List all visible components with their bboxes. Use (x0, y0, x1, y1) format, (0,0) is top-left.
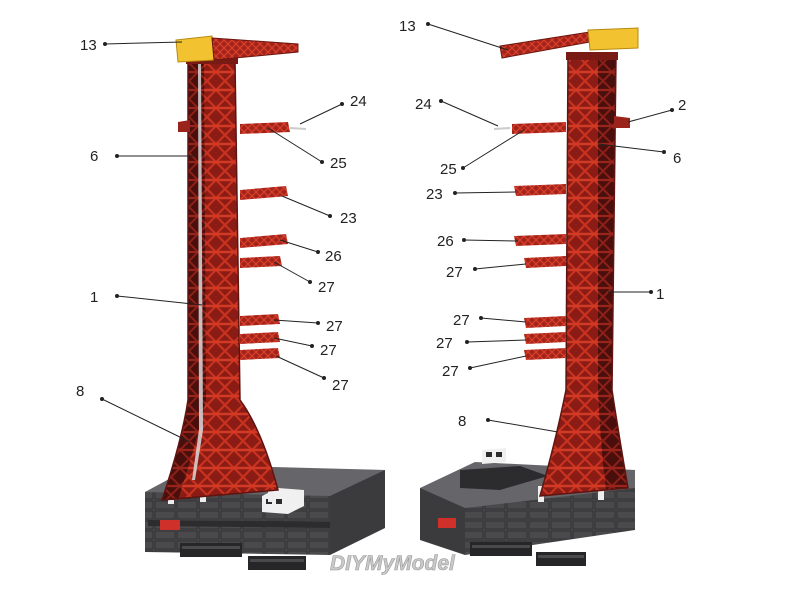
callout-label-8: 8 (458, 413, 466, 430)
callout-26-right: 26 (437, 233, 519, 250)
callout-label-2: 2 (678, 97, 686, 114)
left-launcher-base (145, 465, 385, 570)
callout-23-right: 23 (426, 186, 517, 203)
callout-label-6: 6 (673, 150, 681, 167)
callout-26-left: 26 (279, 239, 342, 265)
callout-label-24: 24 (350, 93, 367, 110)
callout-label-13: 13 (399, 18, 416, 35)
callout-label-23: 23 (340, 210, 357, 227)
callout-label-27: 27 (446, 264, 463, 281)
left-callouts: 13 24 6 25 23 26 27 (76, 37, 367, 443)
callout-label-27: 27 (442, 363, 459, 380)
callout-6-right: 6 (597, 143, 681, 167)
callout-label-6: 6 (90, 148, 98, 165)
callout-24-left: 24 (299, 93, 367, 125)
callout-27a-left: 27 (273, 261, 335, 296)
callout-label-27: 27 (320, 342, 337, 359)
callout-27d-right: 27 (442, 355, 527, 380)
callout-27d-left: 27 (275, 355, 349, 394)
callout-2-right: 2 (627, 97, 686, 123)
callout-label-24: 24 (415, 96, 432, 113)
callout-1-right: 1 (608, 286, 664, 303)
callout-label-13: 13 (80, 37, 97, 54)
callout-25-right: 25 (440, 129, 525, 178)
callout-27a-right: 27 (446, 263, 527, 281)
callout-label-27: 27 (326, 318, 343, 335)
callout-label-8: 8 (76, 383, 84, 400)
left-tower-view (145, 35, 385, 570)
watermark-logo: DIYMyModel (330, 552, 456, 575)
right-swing-arms (493, 116, 630, 360)
right-tower-body (538, 52, 629, 497)
right-tower-view (420, 27, 639, 566)
callout-label-27: 27 (453, 312, 470, 329)
callout-27b-left: 27 (273, 318, 343, 335)
callout-27c-left: 27 (273, 337, 337, 359)
callout-label-23: 23 (426, 186, 443, 203)
callout-8-right: 8 (458, 413, 559, 433)
callout-27b-right: 27 (453, 312, 527, 329)
callout-label-25: 25 (330, 155, 347, 172)
callout-13-right: 13 (399, 18, 509, 51)
callout-label-26: 26 (325, 248, 342, 265)
callout-label-27: 27 (332, 377, 349, 394)
callout-25-left: 25 (267, 127, 347, 172)
right-top-crane (499, 27, 639, 59)
callout-label-27: 27 (436, 335, 453, 352)
callout-label-25: 25 (440, 161, 457, 178)
callout-label-1: 1 (656, 286, 664, 303)
callout-6-left: 6 (90, 148, 196, 165)
callout-label-27: 27 (318, 279, 335, 296)
callout-23-left: 23 (281, 195, 357, 227)
callout-13-left: 13 (80, 37, 183, 54)
callout-27c-right: 27 (436, 335, 527, 352)
callout-label-26: 26 (437, 233, 454, 250)
callout-label-1: 1 (90, 289, 98, 306)
left-swing-arms (178, 120, 307, 360)
callout-24-right: 24 (415, 96, 499, 127)
callout-1-left: 1 (90, 289, 203, 306)
callout-8-left: 8 (76, 383, 191, 443)
right-callouts: 13 24 2 25 6 23 26 (399, 18, 686, 433)
left-top-crane (175, 35, 299, 63)
